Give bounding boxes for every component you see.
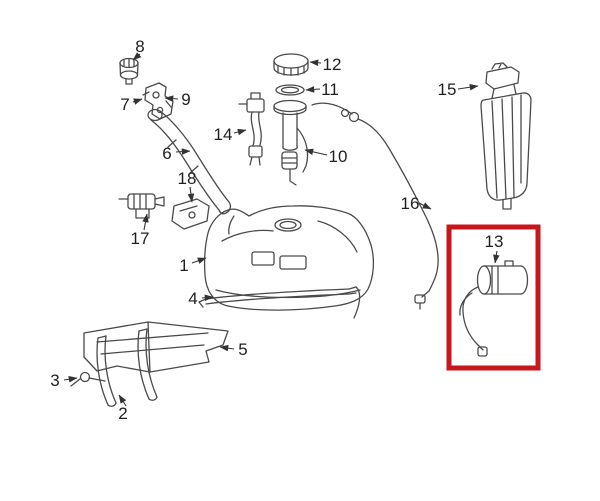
support-rod-part-4: [198, 286, 361, 319]
leader-2: [118, 394, 127, 407]
leader-4: [201, 294, 214, 302]
vent-hose-part-16: [311, 102, 439, 310]
leader-lines: [63, 52, 500, 407]
filler-hose-part-6: [147, 108, 232, 215]
leader-18: [187, 186, 195, 203]
cap-part-8: [119, 57, 139, 85]
leader-12: [309, 59, 322, 67]
bracket-part-18: [171, 198, 210, 230]
leader-17: [142, 213, 149, 231]
leader-11: [305, 86, 321, 93]
charcoal-canister-part-15: [480, 62, 532, 210]
leader-9: [164, 95, 179, 102]
leader-1: [191, 257, 207, 264]
seal-ring-part-11: [275, 84, 305, 96]
fuel-cap-part-12: [273, 53, 309, 77]
wiring-part-14: [238, 92, 265, 166]
leader-15: [457, 83, 479, 91]
valve-part-17: [118, 193, 165, 219]
leader-5: [219, 344, 235, 352]
leader-14: [233, 128, 247, 136]
leader-16: [418, 202, 432, 210]
leader-10: [304, 148, 328, 156]
fuel-filter-part-13: [459, 260, 529, 357]
highlight-box: [446, 224, 541, 371]
bolt-part-3: [70, 371, 106, 387]
leader-7: [132, 98, 143, 105]
leader-6: [175, 148, 191, 155]
fuel-pump-part-10: [273, 99, 309, 186]
leader-8: [132, 52, 142, 61]
line-art: [70, 53, 532, 407]
leader-3: [63, 375, 78, 383]
leader-13: [493, 250, 500, 264]
heat-shield-part-5: [83, 321, 229, 373]
tank-straps-part-2: [96, 328, 158, 407]
bracket-part-7-9: [142, 82, 174, 120]
